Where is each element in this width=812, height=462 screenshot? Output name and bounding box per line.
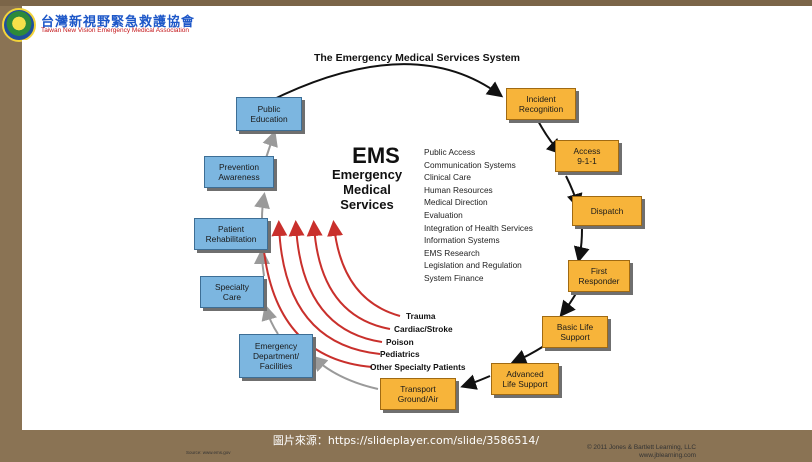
copyright-url: www.jblearning.com (639, 452, 696, 459)
arrow-responder-to-bls (559, 289, 579, 318)
label-other-specialty: Other Specialty Patients (370, 362, 466, 372)
ems-word: Medical (343, 182, 391, 197)
step-patient-rehabilitation: Patient Rehabilitation (194, 218, 268, 250)
step-emergency-department: Emergency Department/ Facilities (239, 334, 313, 378)
arrow-trauma (327, 220, 401, 317)
step-prevention-awareness: Prevention Awareness (204, 156, 274, 188)
top-bar (0, 0, 812, 6)
list-item: Legislation and Regulation (424, 260, 522, 271)
arrow-other-specialty (254, 220, 373, 368)
step-advanced-life-support: Advanced Life Support (491, 363, 559, 395)
step-incident-recognition: Incident Recognition (506, 88, 576, 120)
arrow-ed-to-specialty (261, 304, 279, 335)
step-specialty-care: Specialty Care (200, 276, 264, 308)
arrow-dispatch-to-responder (573, 228, 590, 263)
arrow-poison (288, 220, 383, 343)
list-item: Clinical Care (424, 172, 472, 183)
list-item: Communication Systems (424, 159, 516, 170)
arrow-transport-to-ed (311, 355, 379, 390)
arrow-specialty-to-rehab (254, 248, 271, 277)
arrow-cardiac (306, 220, 391, 330)
label-cardiac-stroke: Cardiac/Stroke (394, 324, 453, 334)
list-item: Information Systems (424, 235, 500, 246)
org-header (22, 6, 812, 40)
arrow-education-to-recognition (267, 63, 504, 103)
arrow-pediatrics (271, 220, 381, 355)
org-name-english: Taiwan New Vision Emergency Medical Asso… (41, 27, 190, 34)
image-source-caption: 圖片來源：https://slideplayer.com/slide/35865… (272, 434, 540, 447)
source-note: Source: www.ems.gov (186, 450, 231, 455)
arrow-bls-to-als (510, 345, 545, 365)
step-public-education: Public Education (236, 97, 302, 131)
list-item: Public Access (424, 147, 476, 157)
label-poison: Poison (386, 337, 414, 347)
list-item: EMS Research (424, 247, 480, 258)
step-dispatch: Dispatch (572, 196, 642, 226)
arrow-rehab-to-prevention (254, 192, 270, 219)
arrow-prevention-to-education (262, 130, 278, 159)
slide-content: The Emergency Medical Services System (22, 40, 812, 459)
ems-abbreviation: EMS (352, 143, 400, 168)
list-item: System Finance (424, 272, 484, 283)
copyright-text: © 2011 Jones & Bartlett Learning, LLC (586, 444, 696, 451)
list-item: Evaluation (424, 209, 463, 220)
ems-components-list: Public Access Communication Systems Clin… (424, 146, 533, 285)
diagram-title: The Emergency Medical Services System (313, 52, 521, 64)
list-item: Integration of Health Services (424, 222, 533, 233)
label-trauma: Trauma (406, 311, 436, 321)
association-logo-icon (2, 8, 36, 42)
list-item: Medical Direction (424, 197, 488, 208)
ems-word: Emergency (331, 167, 403, 182)
step-first-responder: First Responder (568, 260, 630, 292)
label-pediatrics: Pediatrics (380, 349, 420, 359)
arrow-als-to-transport (460, 374, 491, 390)
step-transport: Transport Ground/Air (380, 378, 456, 410)
copyright-notice: © 2011 Jones & Bartlett Learning, LLC ww… (573, 444, 696, 460)
ems-full-name: Emergency Medical Services (322, 167, 412, 212)
ems-word: Services (340, 197, 394, 212)
org-name-chinese: 台灣新視野緊急救護協會 (41, 15, 196, 30)
list-item: Human Resources (424, 184, 493, 195)
step-access-911: Access 9-1-1 (555, 140, 619, 172)
step-basic-life-support: Basic Life Support (542, 316, 608, 348)
